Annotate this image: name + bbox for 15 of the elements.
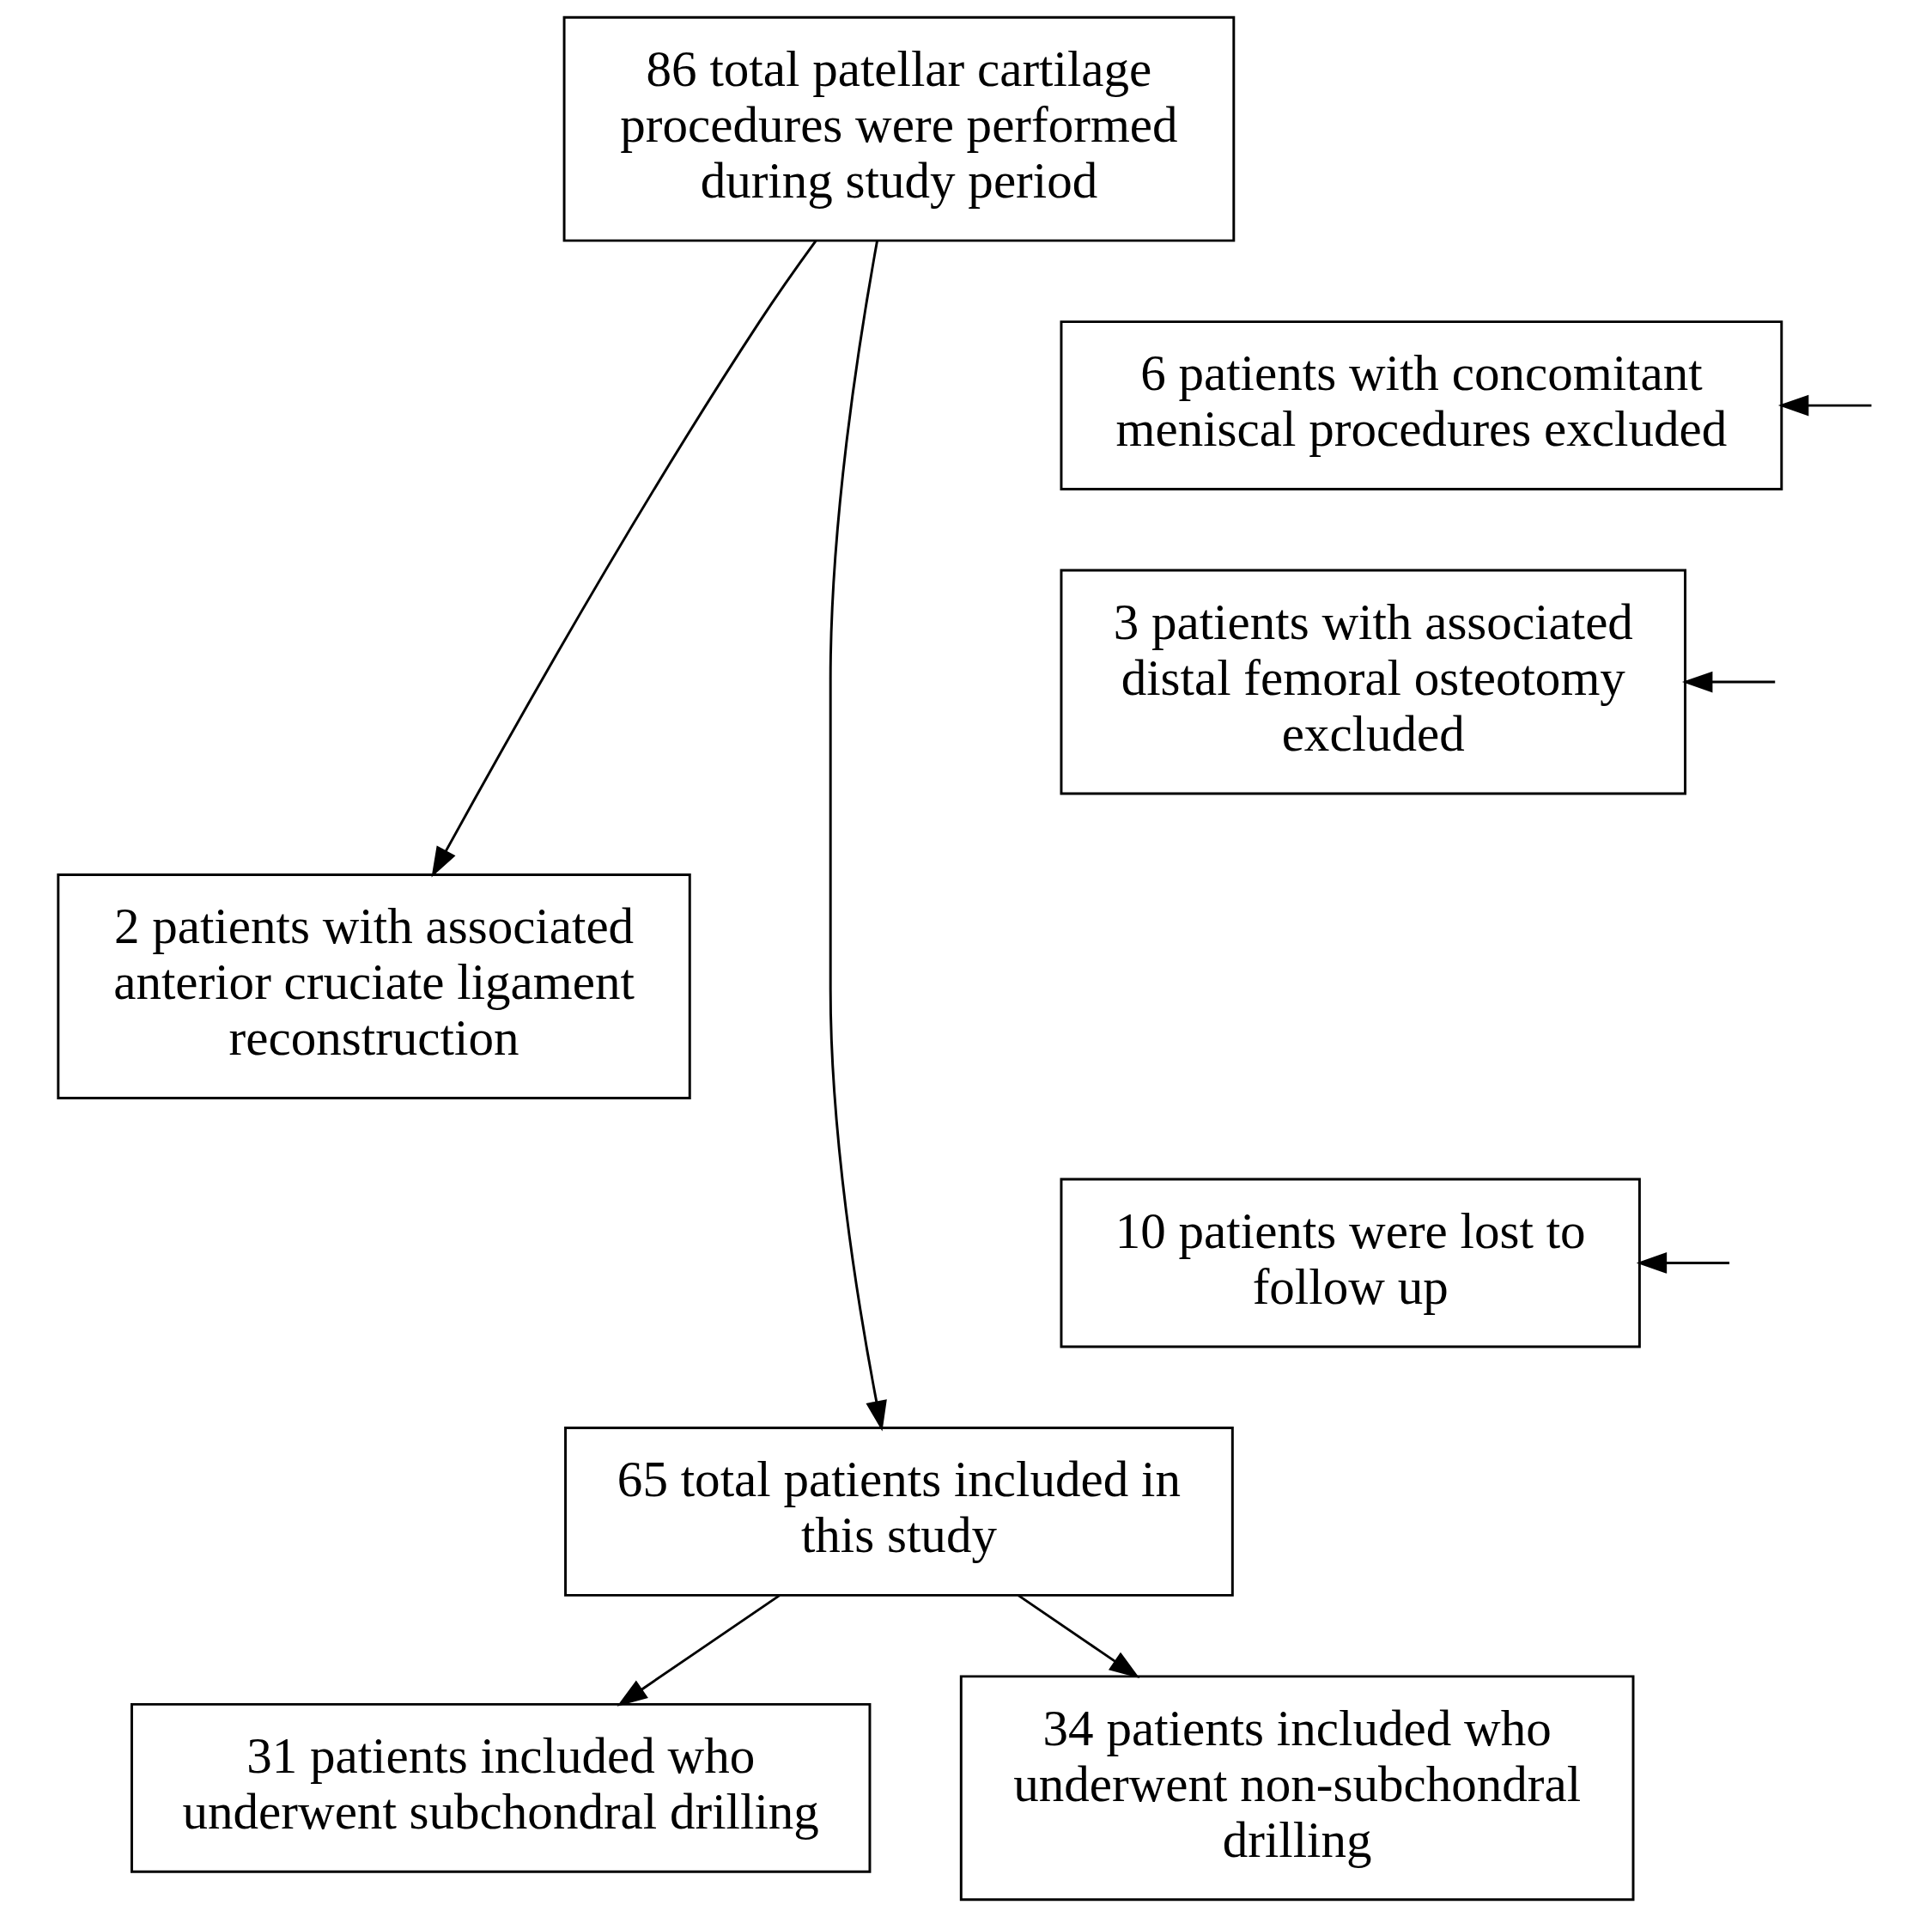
node-box: 10 patients were lost to follow up xyxy=(1060,1178,1641,1348)
node-box: 31 patients included who underwent subchondral drilling xyxy=(131,1702,872,1873)
arrow xyxy=(431,240,817,878)
node-box: 65 total patients included in this study xyxy=(564,1426,1234,1597)
arrow xyxy=(1681,671,1776,693)
arrow xyxy=(1777,394,1872,417)
node-box: 3 patients with associated distal femoral osteotomy excluded xyxy=(1060,569,1687,795)
node-box: 2 patients with associated anterior cruciate ligament reconstruction xyxy=(57,873,691,1099)
arrow xyxy=(1018,1594,1140,1678)
arrow xyxy=(1636,1252,1730,1274)
node-box: 34 patients included who underwent non-subchondral drilling xyxy=(959,1675,1635,1902)
node-box: 86 total patellar cartilage procedures were performed during study period xyxy=(562,15,1236,242)
arrow xyxy=(617,1594,781,1707)
node-box: 6 patients with concomitant meniscal procedures excluded xyxy=(1060,320,1783,491)
arrow xyxy=(829,240,887,1432)
